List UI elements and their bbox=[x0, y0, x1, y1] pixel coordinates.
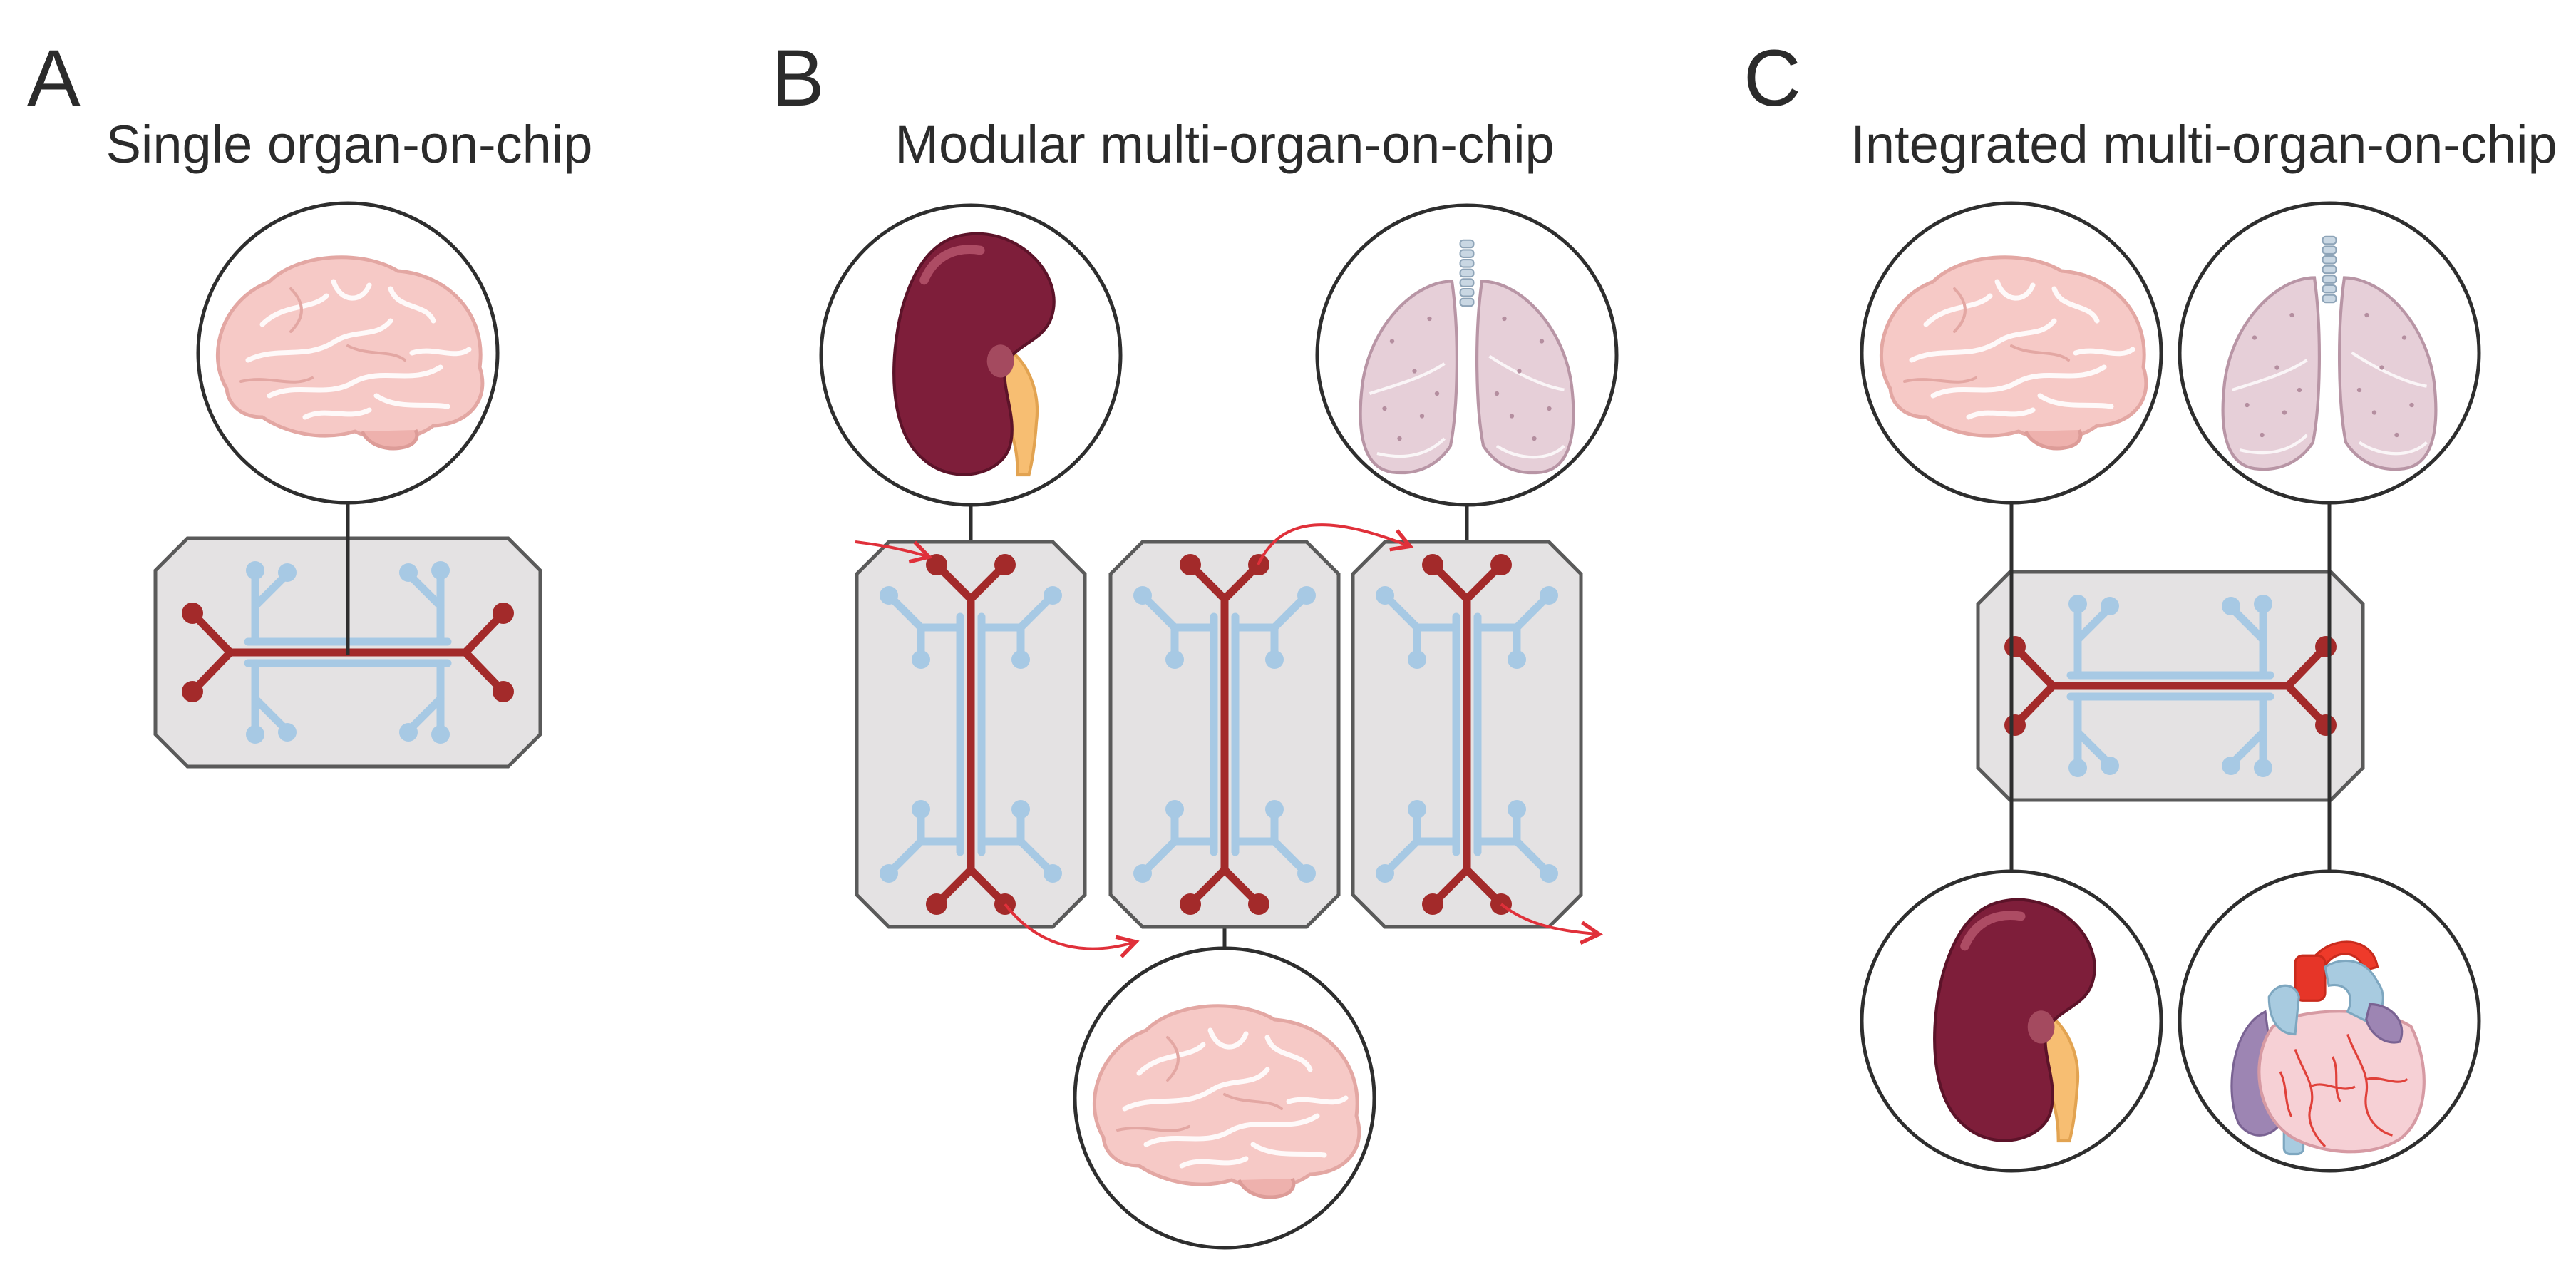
integrated-chip bbox=[1978, 572, 2363, 800]
flow-arrow bbox=[1004, 903, 1140, 958]
panel-a: A Single organ-on-chip bbox=[27, 34, 592, 766]
flow-arrow bbox=[1257, 523, 1414, 565]
panel-title-b: Modular multi-organ-on-chip bbox=[895, 115, 1554, 174]
panel-title-a: Single organ-on-chip bbox=[106, 115, 593, 174]
chip-module-1 bbox=[857, 542, 1085, 927]
chip-module-2 bbox=[1111, 542, 1339, 927]
panel-b: B Modular multi-organ-on-chip bbox=[771, 34, 1619, 1250]
flow-arrow-in bbox=[855, 540, 933, 564]
panel-letter-c: C bbox=[1743, 34, 1801, 123]
flow-arrows bbox=[855, 523, 1604, 958]
panel-letter-b: B bbox=[771, 34, 825, 123]
panel-c: C Integrated multi-organ-on-chip bbox=[1743, 34, 2557, 1173]
panel-letter-a: A bbox=[27, 34, 81, 123]
panel-title-c: Integrated multi-organ-on-chip bbox=[1850, 115, 2557, 174]
chip-module-3 bbox=[1353, 542, 1581, 927]
flow-arrow-out bbox=[1500, 903, 1604, 945]
